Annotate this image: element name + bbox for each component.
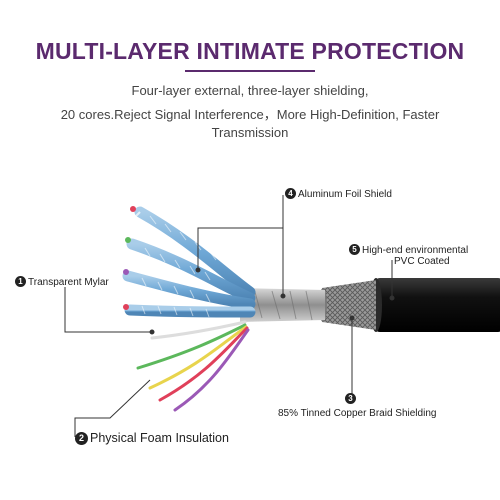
callout-copper-braid: 85% Tinned Copper Braid Shielding — [278, 408, 437, 419]
callout-number-1: 1 — [15, 276, 26, 287]
leader-lines — [64, 195, 395, 437]
title-underline — [185, 70, 315, 72]
description-line-3: Transmission — [211, 125, 289, 140]
callout-number-3: 3 — [345, 393, 356, 404]
pvc-jacket — [374, 278, 500, 332]
callout-pvc-coated-line2: PVC Coated — [394, 256, 450, 267]
callout-number-5: 5 — [349, 244, 360, 255]
callout-number-3-wrap: 3 — [345, 393, 358, 405]
copper-braid — [322, 280, 376, 330]
description-line-2: 20 cores.Reject Signal Interference，More… — [60, 107, 440, 122]
callout-number-2: 2 — [75, 432, 88, 445]
shielded-pairs — [122, 206, 256, 318]
callout-number-4: 4 — [285, 188, 296, 199]
loose-wires — [136, 320, 250, 412]
description-line-1: Four-layer external, three-layer shieldi… — [131, 83, 369, 98]
page-title: MULTI-LAYER INTIMATE PROTECTION — [35, 38, 465, 64]
